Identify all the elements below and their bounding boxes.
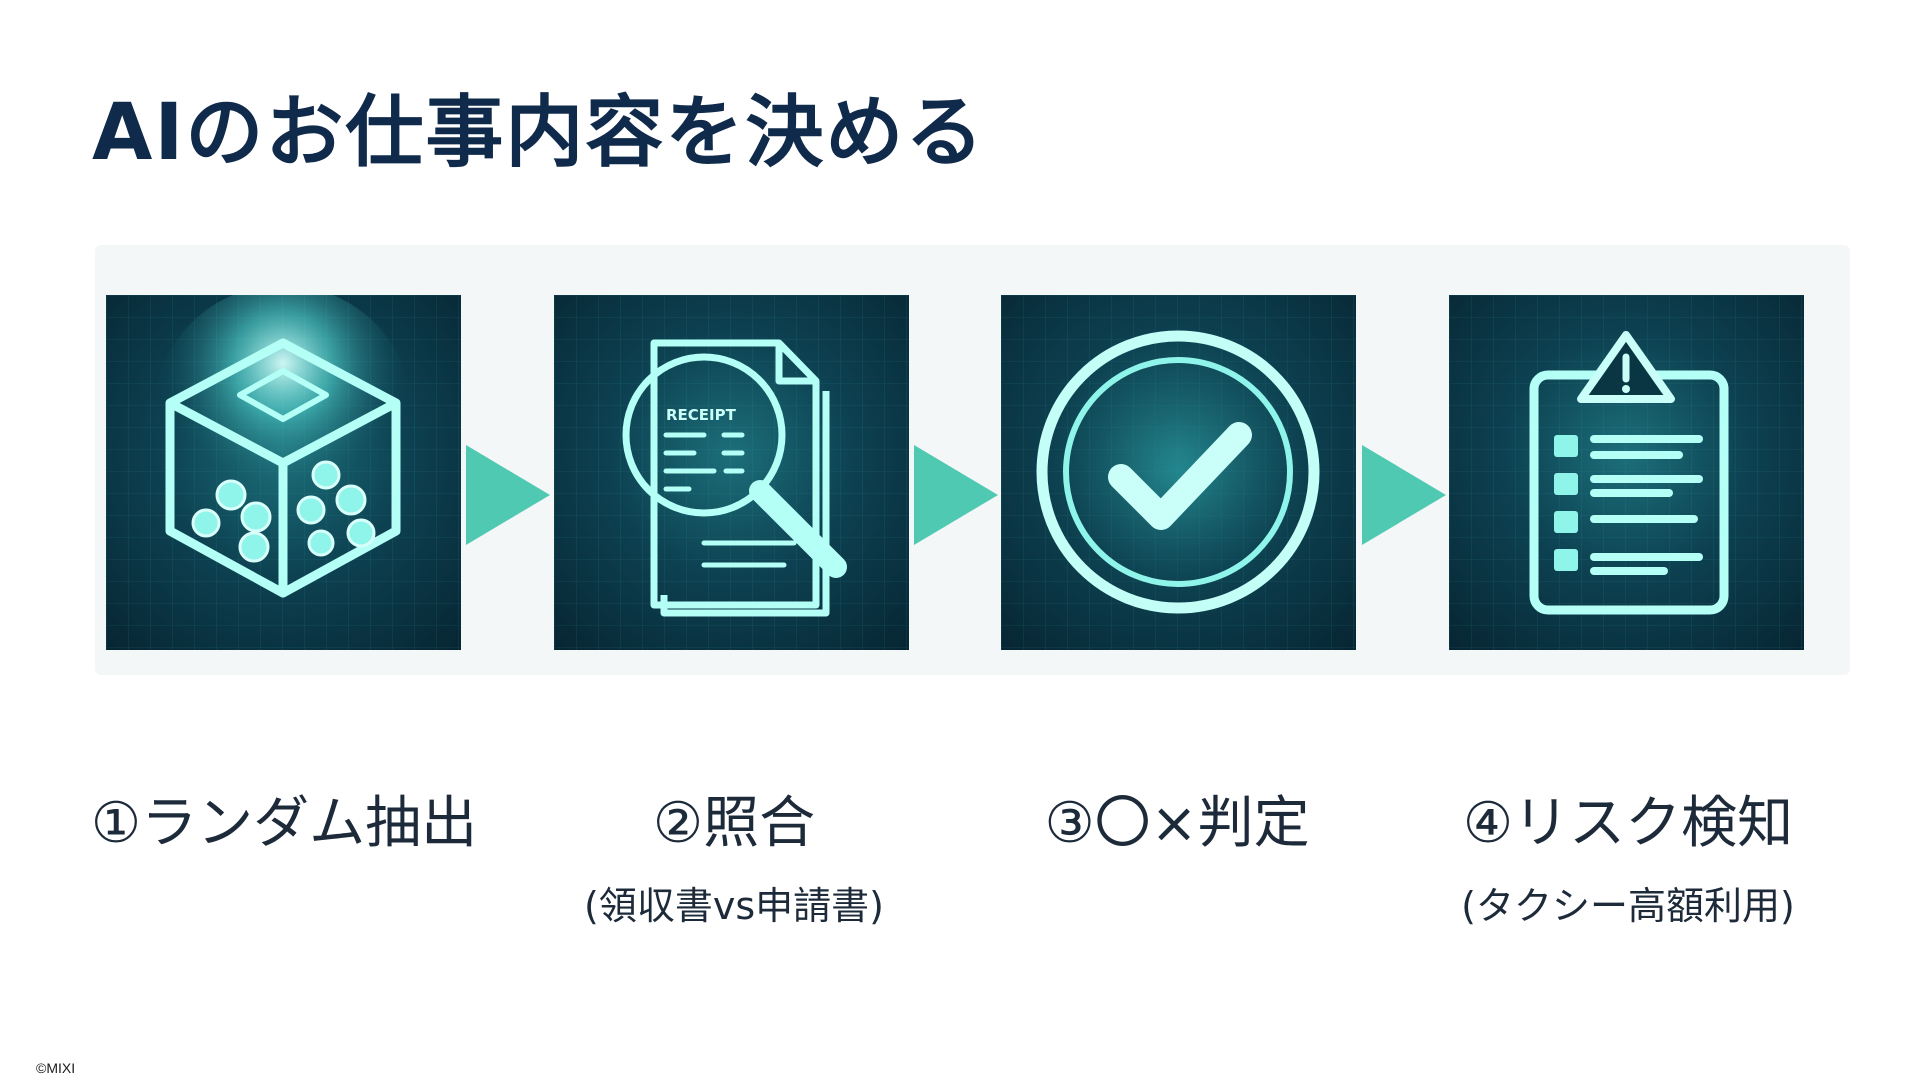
- flow-arrow-2: [914, 445, 998, 545]
- step-4-sublabel: (タクシー高額利用): [1461, 884, 1795, 928]
- step-2-label: ②照合: [652, 791, 816, 856]
- dice-cube-icon: [106, 295, 461, 650]
- step-1-label: ①ランダム抽出: [90, 791, 478, 856]
- step-2-sublabel: (領収書vs申請書): [584, 884, 884, 928]
- slide-title: AIのお仕事内容を決める: [92, 88, 986, 178]
- receipt-magnifier-icon: RECEIPT: [554, 295, 909, 650]
- step-3-label: ③〇×判定: [1044, 791, 1310, 856]
- receipt-label: RECEIPT: [666, 406, 737, 424]
- flow-arrow-3: [1362, 445, 1446, 545]
- checkmark-circle-icon: [1001, 295, 1356, 650]
- flow-arrow-1: [466, 445, 550, 545]
- step-4-label: ④リスク検知: [1462, 791, 1794, 856]
- warning-clipboard-icon: [1449, 295, 1804, 650]
- copyright-notice: ©MIXI: [36, 1060, 76, 1076]
